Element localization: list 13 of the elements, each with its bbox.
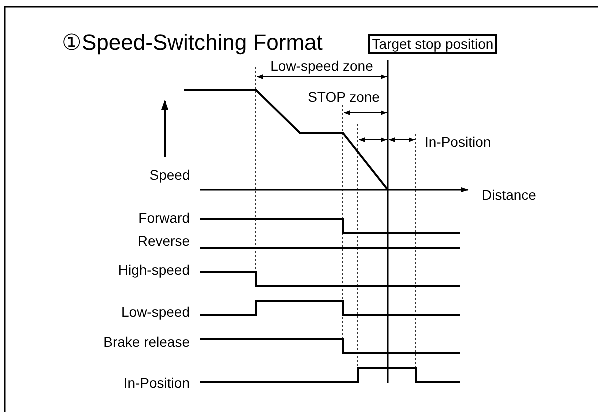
diagram-title: ①Speed-Switching Format xyxy=(62,30,323,56)
signal-label: High-speed xyxy=(118,262,190,278)
signal-label: Reverse xyxy=(138,233,190,249)
zone-label: STOP zone xyxy=(308,89,380,105)
zone-label: In-Position xyxy=(425,134,492,150)
axis-label: Speed xyxy=(150,167,190,183)
signal-label: Low-speed xyxy=(122,304,190,320)
signal-label: Brake release xyxy=(104,334,190,350)
boxed-label: Target stop position xyxy=(368,34,498,54)
signal-label: In-Position xyxy=(124,375,190,391)
zone-label: Low-speed zone xyxy=(270,58,374,74)
signal-label: Forward xyxy=(138,210,190,226)
axis-label: Distance xyxy=(482,187,536,203)
